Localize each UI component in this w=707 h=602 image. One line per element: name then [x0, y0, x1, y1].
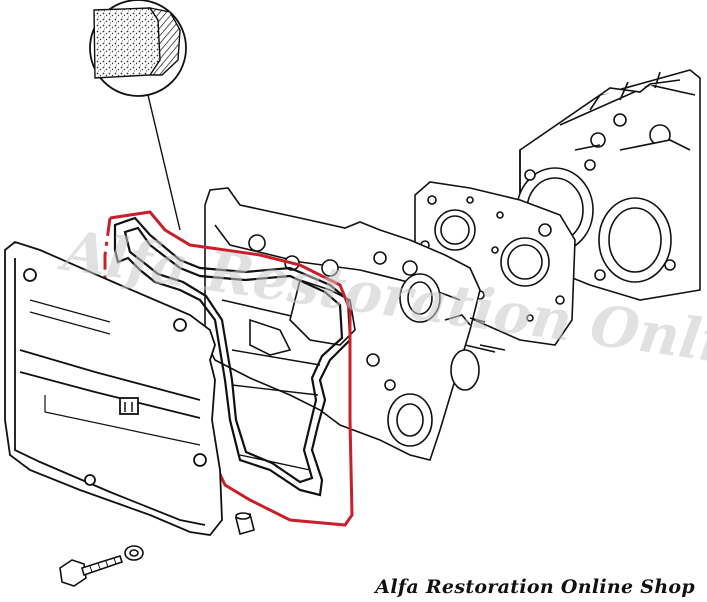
cylinder-head-icon [204, 187, 506, 461]
sleeve-icon [235, 512, 255, 535]
gasket-cross-section-icon [89, 0, 187, 231]
cam-cover-gasket-icon [113, 216, 352, 497]
cam-cover-icon [4, 240, 223, 536]
brand-label: Alfa Restoration Online Shop [375, 576, 695, 598]
bolt-icon [59, 555, 124, 587]
highlight-outline [103, 210, 354, 527]
washer-icon [124, 545, 144, 561]
